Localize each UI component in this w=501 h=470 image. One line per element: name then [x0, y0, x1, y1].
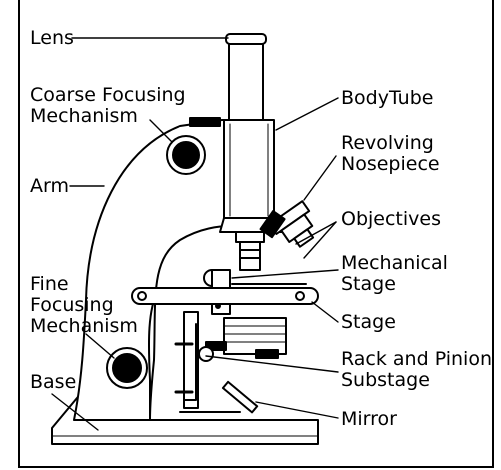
label-fine-focusing-line1: Fine — [30, 273, 69, 295]
stage-shape — [131, 287, 319, 305]
label-rack-and-pinion-line2: Substage — [341, 369, 430, 391]
nosepiece-shape — [219, 200, 315, 271]
coarse-knob — [166, 117, 221, 175]
leader-objectives-1 — [295, 221, 337, 245]
leader-fine — [85, 333, 115, 359]
label-coarse-focusing-line1: Coarse Focusing — [30, 84, 186, 106]
label-fine-focusing-line3: Mechanism — [30, 315, 138, 337]
label-mirror-text: Mirror — [341, 408, 397, 430]
leader-mechanical-stage — [231, 269, 339, 279]
leader-stage — [311, 301, 339, 323]
leader-body-tube — [275, 97, 339, 131]
label-mechanical-stage-line2: Stage — [341, 273, 396, 295]
leader-objectives-2 — [303, 221, 337, 259]
label-base-text: Base — [30, 371, 77, 393]
label-lens-text: Lens — [30, 27, 74, 49]
label-mechanical-stage-line1: Mechanical — [341, 252, 448, 274]
label-lens: Lens — [30, 28, 74, 49]
label-coarse-focusing: Coarse Focusing Mechanism — [30, 85, 186, 127]
label-revolving-nosepiece-line1: Revolving — [341, 132, 434, 154]
mirror-shape — [179, 380, 259, 414]
label-base: Base — [30, 372, 76, 393]
leader-lines — [51, 37, 339, 431]
label-rack-and-pinion-line1: Rack and Pinion — [341, 348, 493, 370]
arm-shape — [73, 119, 231, 421]
body-tube-shape — [223, 33, 275, 221]
leader-base — [51, 393, 99, 431]
label-coarse-focusing-line2: Mechanism — [30, 105, 138, 127]
leader-nosepiece — [303, 155, 337, 201]
label-objectives: Objectives — [341, 209, 441, 230]
label-arm-text: Arm — [30, 175, 69, 197]
leader-rack-pinion — [205, 355, 339, 373]
label-fine-focusing: Fine Focusing Mechanism — [30, 274, 138, 337]
label-arm: Arm — [30, 176, 69, 197]
label-objectives-text: Objectives — [341, 208, 441, 230]
label-revolving-nosepiece-line2: Nosepiece — [341, 153, 440, 175]
substage-shape — [174, 311, 287, 409]
label-body-tube-text: BodyTube — [341, 87, 434, 109]
label-fine-focusing-line2: Focusing — [30, 294, 114, 316]
label-mirror: Mirror — [341, 409, 397, 430]
label-stage: Stage — [341, 312, 396, 333]
label-rack-and-pinion-substage: Rack and Pinion Substage — [341, 349, 492, 391]
label-stage-text: Stage — [341, 311, 396, 333]
fine-knob — [106, 347, 148, 389]
label-mechanical-stage: Mechanical Stage — [341, 253, 448, 295]
label-revolving-nosepiece: Revolving Nosepiece — [341, 133, 440, 175]
label-body-tube: BodyTube — [341, 88, 433, 109]
leader-coarse — [149, 119, 173, 143]
leader-mirror — [255, 401, 339, 419]
diagram-frame — [18, 0, 494, 468]
